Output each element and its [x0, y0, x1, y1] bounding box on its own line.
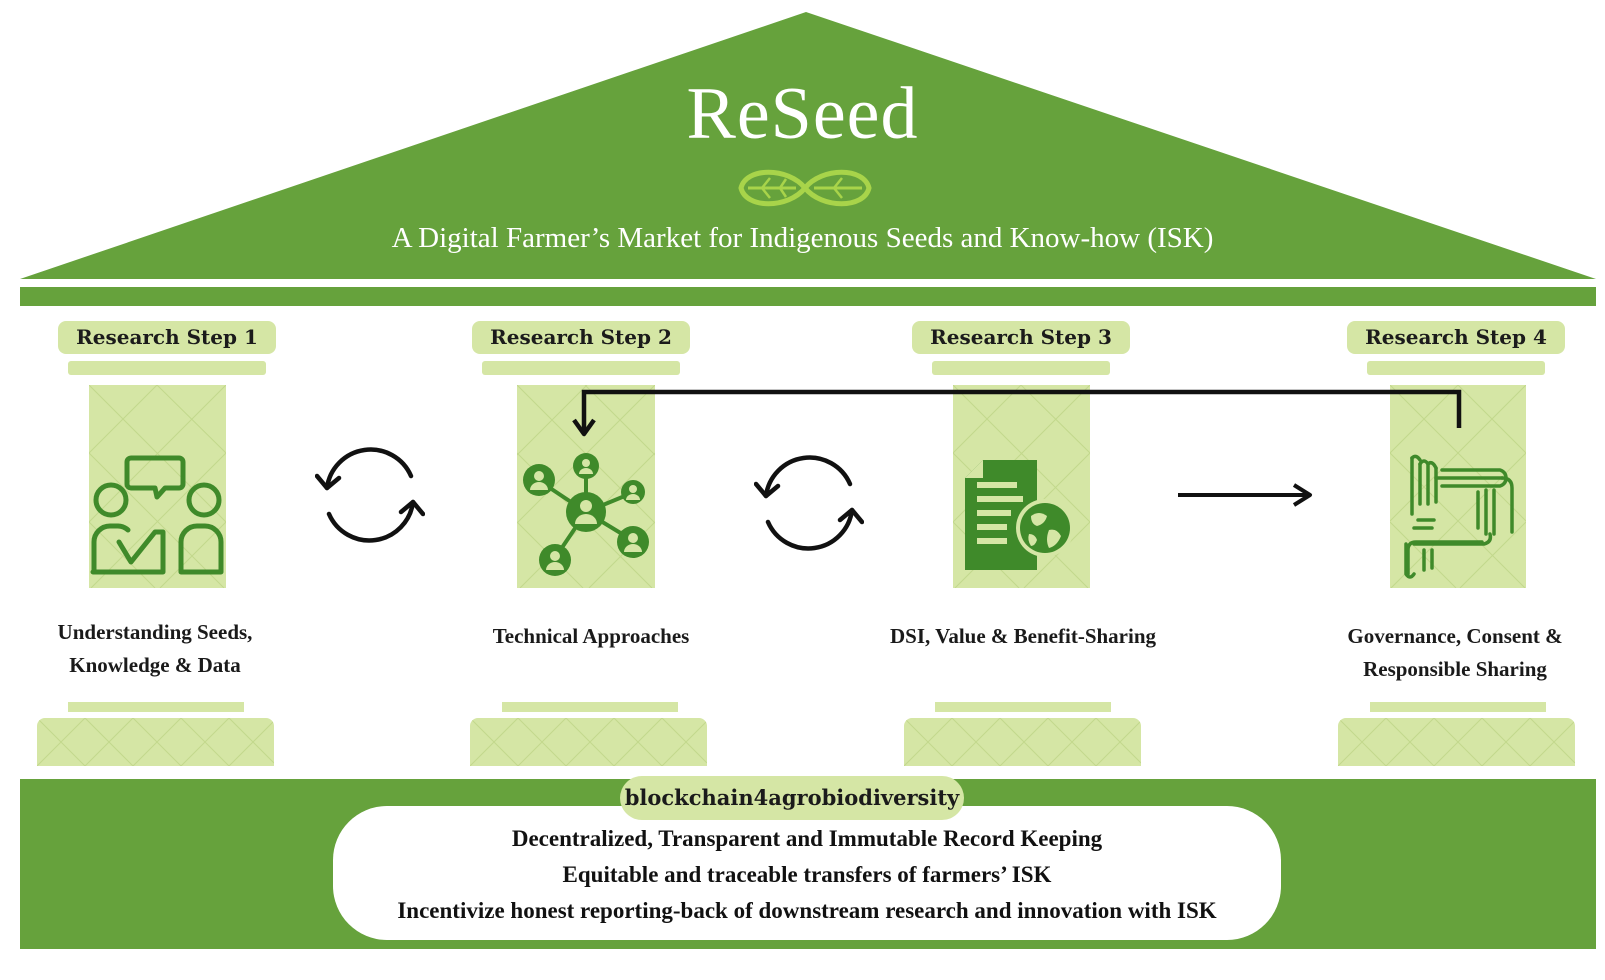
foundation-line-2: Equitable and traceable transfers of far… [562, 862, 1052, 887]
pillar-capital-3 [932, 361, 1110, 375]
pillar-plinth-3 [904, 718, 1141, 766]
pillar-plinth-1 [37, 718, 274, 766]
caption-line: Responsible Sharing [1363, 657, 1547, 681]
pillar-caption-4: Governance, Consent & Responsible Sharin… [1310, 620, 1600, 686]
network-people-icon [523, 453, 649, 576]
pillar-plinth-top-3 [935, 702, 1111, 712]
foundation-line-1: Decentralized, Transparent and Immutable… [511, 826, 1103, 851]
roof [20, 12, 1596, 306]
pillar-plinth-4 [1338, 718, 1575, 766]
lattice-pattern [470, 718, 707, 766]
caption-line: Governance, Consent & [1347, 624, 1563, 648]
pillar-caption-2: Technical Approaches [456, 620, 726, 653]
lattice-pattern [1338, 718, 1575, 766]
step-tag-1: Research Step 1 [58, 321, 276, 354]
feedback-arrow-icon [572, 389, 1462, 437]
foundation-panel [333, 806, 1281, 940]
foundation-line-3: Incentivize honest reporting-back of dow… [397, 898, 1217, 923]
lattice-pattern [904, 718, 1141, 766]
pillar-plinth-top-4 [1370, 702, 1546, 712]
document-globe-icon [965, 460, 1074, 570]
app-subtitle: A Digital Farmer’s Market for Indigenous… [391, 222, 1214, 254]
lattice-pattern [37, 718, 274, 766]
caption-line: DSI, Value & Benefit-Sharing [889, 624, 1157, 648]
right-arrow-icon [1178, 483, 1312, 507]
cycle-arrows-icon [754, 455, 864, 551]
step-tag-2: Research Step 2 [472, 321, 690, 354]
pillar-plinth-top-1 [68, 702, 244, 712]
leaf-infinity-icon [738, 169, 872, 207]
caption-line: Knowledge & Data [69, 653, 241, 677]
pillar-caption-1: Understanding Seeds, Knowledge & Data [30, 616, 280, 682]
pillar-caption-3: DSI, Value & Benefit-Sharing [868, 620, 1178, 653]
caption-line: Technical Approaches [492, 624, 690, 648]
pillar-plinth-top-2 [502, 702, 678, 712]
pillar-capital-4 [1367, 361, 1545, 375]
step-tag-3: Research Step 3 [912, 321, 1130, 354]
lattice-pattern [89, 385, 226, 588]
pillar-capital-2 [482, 361, 680, 375]
caption-line: Understanding Seeds, [57, 620, 253, 644]
joined-hands-icon [1404, 454, 1514, 579]
cycle-arrows-icon [315, 447, 425, 543]
pillar-capital-1 [68, 361, 266, 375]
step-tag-4: Research Step 4 [1347, 321, 1565, 354]
pillar-plinth-2 [470, 718, 707, 766]
app-title: ReSeed [686, 73, 919, 155]
dialogue-people-icon [90, 455, 224, 575]
foundation-tag: blockchain4agrobiodiversity [620, 776, 964, 820]
